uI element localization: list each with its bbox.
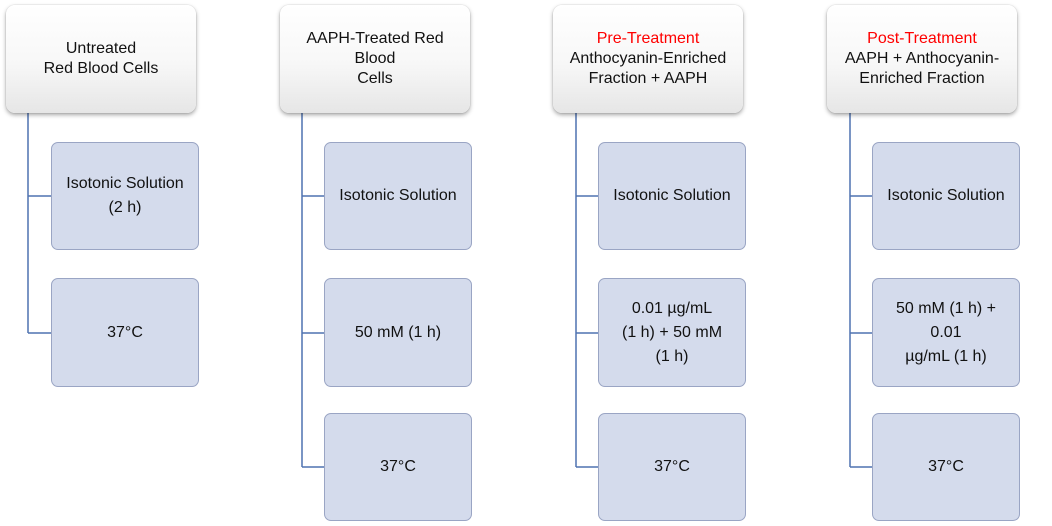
header-tag: Pre-Treatment	[596, 30, 700, 47]
header-tag: Post-Treatment	[867, 30, 977, 47]
header-untreated: Untreated Red Blood Cells	[6, 5, 196, 113]
header-aaph-treated: AAPH-Treated Red Blood Cells	[280, 5, 470, 113]
connector-group-3	[575, 112, 598, 468]
header-label: Anthocyanin-Enriched Fraction + AAPH	[569, 50, 727, 87]
header-label: Untreated Red Blood Cells	[43, 40, 159, 77]
connector-group-4	[849, 112, 872, 468]
step-box: 50 mM (1 h)	[324, 278, 472, 387]
header-label: AAPH + Anthocyanin- Enriched Fraction	[844, 50, 1000, 87]
step-box: 37°C	[598, 413, 746, 521]
header-pre-treatment: Pre-Treatment Anthocyanin-Enriched Fract…	[553, 5, 743, 113]
step-box: 37°C	[872, 413, 1020, 521]
step-box: 0.01 µg/mL (1 h) + 50 mM (1 h)	[598, 278, 746, 387]
step-box: 50 mM (1 h) + 0.01 µg/mL (1 h)	[872, 278, 1020, 387]
step-box: 37°C	[51, 278, 199, 387]
step-box: Isotonic Solution	[324, 142, 472, 250]
header-label: AAPH-Treated Red Blood Cells	[306, 30, 444, 87]
header-post-treatment: Post-Treatment AAPH + Anthocyanin- Enric…	[827, 5, 1017, 113]
connector-group-1	[27, 112, 51, 334]
step-box: 37°C	[324, 413, 472, 521]
connector-group-2	[301, 112, 324, 468]
step-box: Isotonic Solution (2 h)	[51, 142, 199, 250]
step-box: Isotonic Solution	[872, 142, 1020, 250]
step-box: Isotonic Solution	[598, 142, 746, 250]
